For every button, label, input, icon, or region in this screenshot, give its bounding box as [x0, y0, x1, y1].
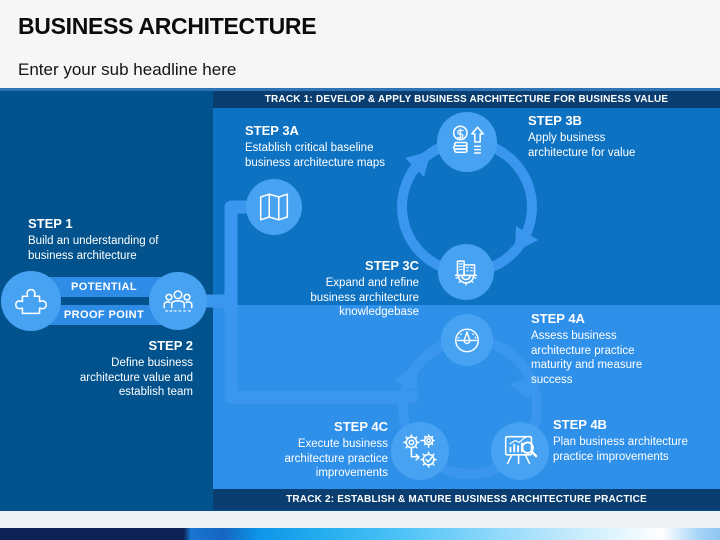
puzzle-icon [12, 282, 50, 320]
step4c-description: Execute business architecture practice i… [284, 438, 388, 479]
step3b-bubble [437, 112, 497, 172]
proof-point-pill: PROOF POINT [26, 305, 182, 325]
chart-magnifier-icon [499, 430, 541, 472]
money-growth-icon [446, 121, 488, 163]
step1-label: STEP 1 [28, 216, 73, 231]
step4c-label: STEP 4C [334, 419, 388, 434]
step1-description: Build an understanding of business archi… [28, 235, 159, 262]
step4a-label: STEP 4A [531, 311, 585, 326]
cycle1-arrow-down-icon [515, 226, 538, 252]
step4b-bubble [491, 422, 549, 480]
gauge-icon [449, 322, 485, 358]
team-icon [159, 282, 197, 320]
step2-description: Define business architecture value and e… [79, 357, 193, 398]
track2-banner: TRACK 2: ESTABLISH & MATURE BUSINESS ARC… [213, 489, 720, 510]
step2-label: STEP 2 [148, 338, 193, 353]
step4b-label: STEP 4B [553, 417, 607, 432]
step4b-block: STEP 4B Plan business architecture pract… [553, 417, 693, 464]
step4a-bubble [441, 314, 493, 366]
step1-bubble [1, 271, 61, 331]
city-gear-icon [447, 253, 485, 291]
step2-block: STEP 2 Define business architecture valu… [53, 338, 193, 400]
step3a-label: STEP 3A [245, 123, 299, 138]
step3a-description: Establish critical baseline business arc… [245, 142, 385, 169]
cycle2-arrow-up-icon [394, 365, 418, 391]
step3b-description: Apply business architecture for value [528, 132, 636, 159]
step2-bubble [149, 272, 207, 330]
cycle2-arrow-down-icon [509, 376, 536, 399]
map-icon [255, 188, 293, 226]
step1-block: STEP 1 Build an understanding of busines… [28, 216, 160, 263]
page-title: BUSINESS ARCHITECTURE [18, 13, 317, 39]
step3c-label: STEP 3C [365, 258, 419, 273]
step4b-description: Plan business architecture practice impr… [553, 436, 688, 463]
step3c-description: Expand and refine business architecture … [310, 277, 419, 318]
step4c-block: STEP 4C Execute business architecture pr… [238, 419, 388, 481]
step4c-bubble [391, 422, 449, 480]
gears-check-icon [399, 430, 441, 472]
slide-header: BUSINESS ARCHITECTURE Enter your sub hea… [0, 0, 720, 88]
step3a-block: STEP 3A Establish critical baseline busi… [245, 123, 397, 170]
step4a-description: Assess business architecture practice ma… [531, 330, 643, 386]
step3c-block: STEP 3C Expand and refine business archi… [279, 258, 419, 320]
footer-image-strip [0, 528, 720, 540]
step3b-label: STEP 3B [528, 113, 582, 128]
step3b-block: STEP 3B Apply business architecture for … [528, 113, 656, 160]
step4a-block: STEP 4A Assess business architecture pra… [531, 311, 673, 387]
track1-banner: TRACK 1: DEVELOP & APPLY BUSINESS ARCHIT… [213, 91, 720, 108]
header-divider [0, 88, 720, 91]
cycle1-arrow-up-icon [405, 151, 431, 177]
page-subtitle: Enter your sub headline here [18, 60, 237, 79]
step3a-bubble [246, 179, 302, 235]
step3c-bubble [438, 244, 494, 300]
footer-spacer [0, 511, 720, 528]
potential-pill: POTENTIAL [26, 277, 182, 297]
